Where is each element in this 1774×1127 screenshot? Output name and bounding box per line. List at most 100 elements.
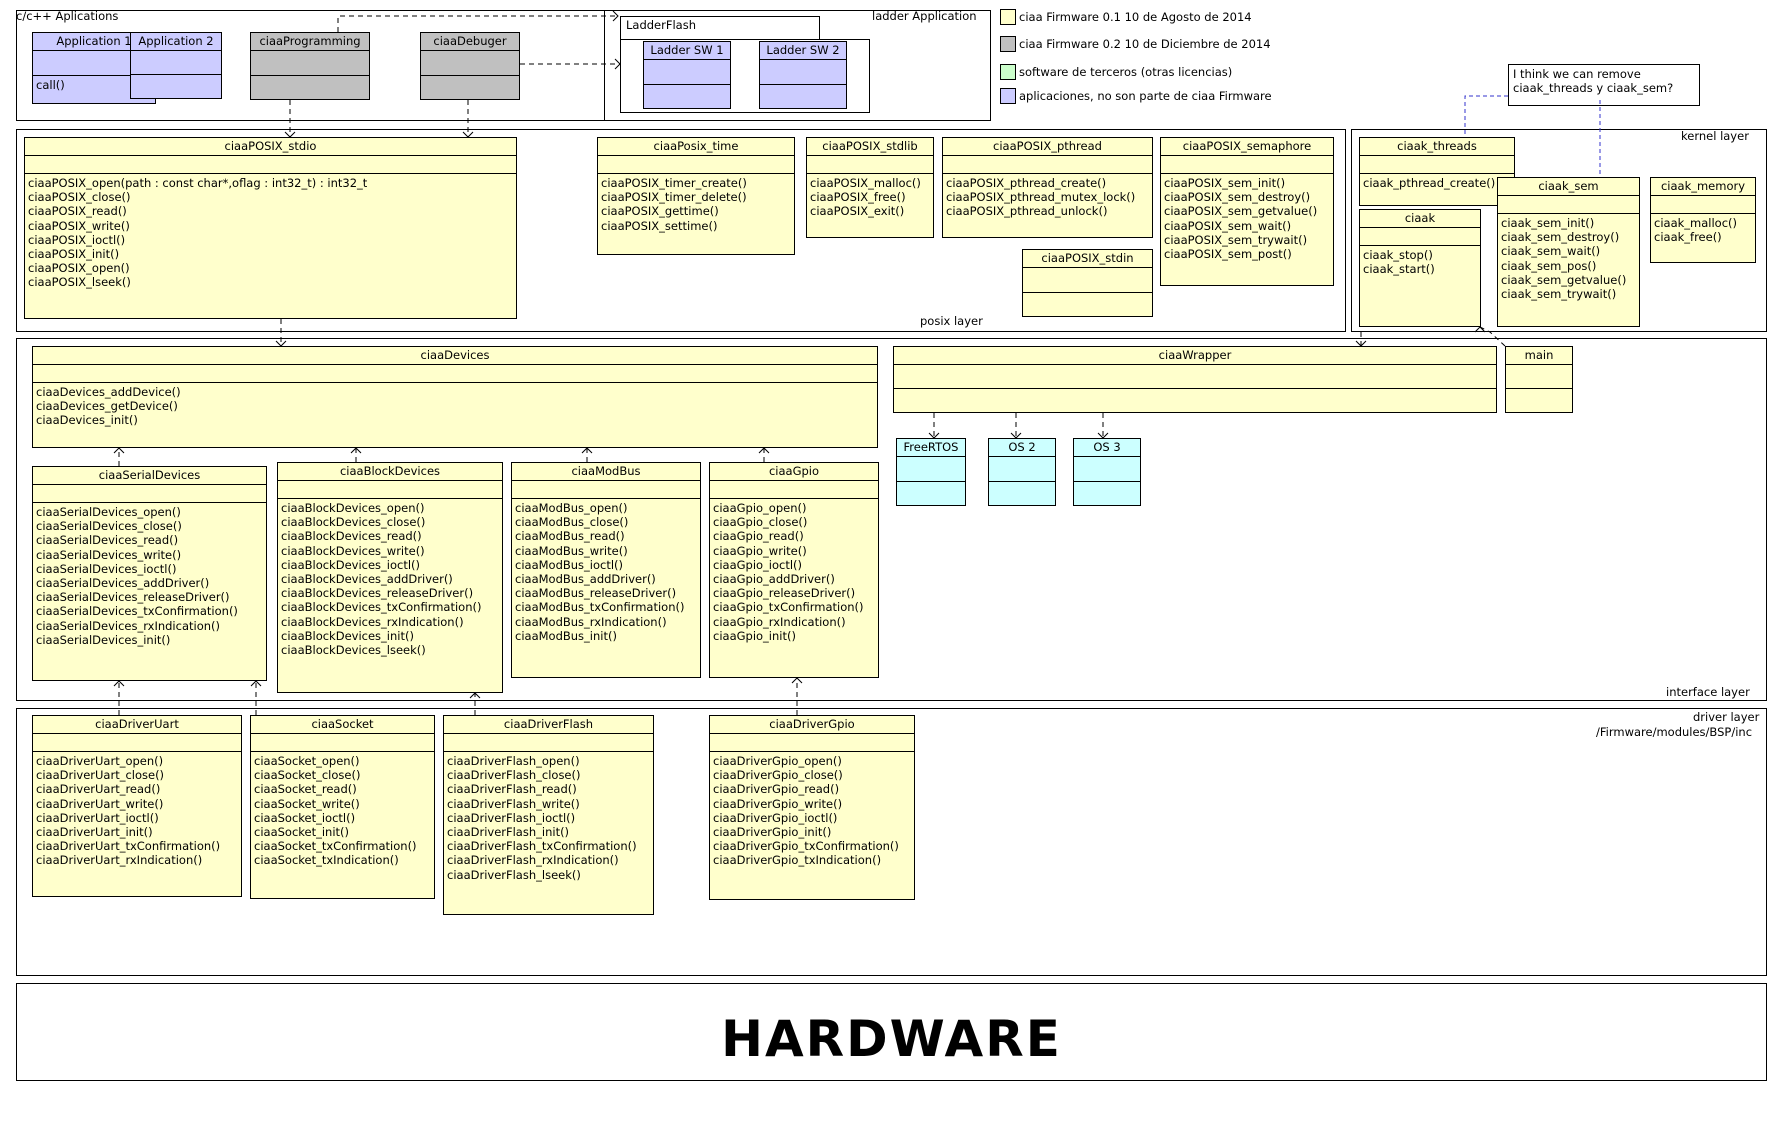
class-operation: ciaaDriverUart_read(): [36, 782, 161, 797]
class-operation: ciaaModBus_open(): [515, 501, 628, 515]
class-compartment: [894, 389, 1496, 412]
class-attributes: [1498, 196, 1639, 214]
class-attributes: [33, 734, 241, 752]
class-operation: ciaaDriverGpio_open(): [713, 754, 842, 768]
class-operations: ciaaGpio_open()ciaaGpio_close()ciaaGpio_…: [710, 499, 878, 677]
class-operation: ciaaDriverUart_open(): [36, 754, 164, 768]
class-attributes: [251, 734, 434, 752]
class-name: OS 2: [989, 439, 1055, 457]
class-name: ciaaPOSIX_pthread: [943, 138, 1152, 156]
class-drvgpio: ciaaDriverGpio ciaaDriverGpio_open() ciaaD…: [709, 715, 915, 900]
class-operation: ciaaSocket_ioctl(): [254, 810, 356, 825]
class-operation: ciaak_pthread_create(): [1363, 176, 1496, 190]
class-operation: ciaaPOSIX_pthread_unlock(): [946, 204, 1108, 219]
class-name: ciaaDevices: [33, 347, 877, 365]
class-operation: ciaaDevices_init(): [36, 413, 138, 428]
class-operation: ciaaPOSIX_init(): [28, 247, 120, 262]
class-operations: ciaaPOSIX_open(path : const char*,oflag …: [25, 174, 516, 318]
class-operation: ciaaModBus_txConfirmation(): [515, 600, 685, 615]
class-operation: ciaaBlockDevices_init(): [281, 628, 414, 643]
class-operation: ciaaSocket_init(): [254, 825, 350, 840]
class-posix-stdin: ciaaPOSIX_stdin: [1022, 249, 1153, 317]
class-operation: ciaaSerialDevices_addDriver(): [36, 576, 210, 591]
class-operation: ciaaSerialDevices_releaseDriver(): [36, 590, 230, 605]
class-operation: ciaaModBus_addDriver(): [515, 572, 656, 587]
class-compartment: [251, 51, 369, 76]
class-operations: ciaaSocket_open()ciaaSocket_close()ciaaS…: [251, 752, 434, 898]
class-operation: ciaaGpio_addDriver(): [713, 572, 835, 587]
class-operation: ciaaDriverFlash_lseek(): [447, 867, 581, 882]
class-operation: ciaaBlockDevices_write(): [281, 543, 425, 558]
legend-item-applications: aplicaciones, no son parte de ciaa Firmw…: [1000, 88, 1272, 104]
class-operation: ciaaPOSIX_open(path : const char*,oflag …: [28, 176, 368, 190]
note-line-1: I think we can remove: [1513, 67, 1641, 81]
class-attributes: [512, 481, 700, 499]
class-operation: ciaak_sem_destroy(): [1501, 230, 1620, 245]
class-os2: OS 2: [988, 438, 1056, 506]
class-operation: ciaak_sem_pos(): [1501, 258, 1597, 273]
class-name: Application 1: [33, 33, 155, 51]
class-operation: ciaaModBus_read(): [515, 529, 625, 544]
class-name: ciaak: [1360, 210, 1480, 228]
class-operation: ciaaBlockDevices_lseek(): [281, 643, 426, 658]
class-operations: ciaaSerialDevices_open() ciaaSerialDevice…: [33, 503, 266, 680]
class-attributes: [1651, 196, 1755, 214]
legend-label: ciaa Firmware 0.1 10 de Agosto de 2014: [1019, 10, 1252, 24]
class-operation: ciaaSerialDevices_read(): [36, 533, 179, 548]
class-name: ciaaDriverGpio: [710, 716, 914, 734]
class-operation: ciaaSocket_open(): [254, 754, 360, 768]
class-posix-time: ciaaPosix_time ciaaPOSIX_timer_create()ci…: [597, 137, 795, 255]
class-name: Application 2: [131, 33, 221, 51]
class-operations: ciaaPOSIX_timer_create()ciaaPOSIX_timer_…: [598, 174, 794, 254]
class-operation: ciaaModBus_write(): [515, 543, 628, 558]
legend-label: ciaa Firmware 0.2 10 de Diciembre de 201…: [1019, 37, 1271, 51]
class-attributes: [33, 485, 266, 503]
legend-swatch-gray: [1000, 36, 1016, 52]
class-operation: ciaaDriverFlash_close(): [447, 768, 581, 783]
class-app2: Application 2: [130, 32, 222, 99]
class-operation: ciaaModBus_init(): [515, 628, 617, 643]
package-driver-label: driver layer: [1693, 710, 1760, 724]
class-operations: ciaaDevices_addDevice()ciaaDevices_getDe…: [33, 383, 877, 447]
class-name: ciaaPOSIX_semaphore: [1161, 138, 1333, 156]
class-name: ciaaGpio: [710, 463, 878, 481]
package-cpp-label: c/c++ Aplications: [16, 9, 119, 23]
class-operation: ciaaDriverUart_close(): [36, 768, 165, 783]
package-ladder-flash-label: LadderFlash: [626, 18, 696, 32]
class-attributes: [1360, 228, 1480, 246]
class-compartment: [421, 76, 519, 100]
class-compartment: [131, 75, 221, 98]
class-compartment: [1023, 293, 1152, 317]
package-ladder-flash: [620, 39, 870, 113]
class-operation: ciaaPOSIX_close(): [28, 190, 131, 205]
class-name: ciaaPosix_time: [598, 138, 794, 156]
class-compartment: [644, 60, 730, 85]
class-operation: ciaaGpio_ioctl(): [713, 557, 803, 572]
class-compartment: [1074, 482, 1140, 506]
class-compartment: [131, 51, 221, 75]
hardware-label: HARDWARE: [721, 1010, 1062, 1068]
class-operation: ciaaSerialDevices_write(): [36, 547, 182, 562]
class-ciaadevices: ciaaDevices ciaaDevices_addDevice()ciaaDe…: [32, 346, 878, 448]
class-operation: ciaaDriverFlash_init(): [447, 825, 570, 840]
class-operation: ciaaSerialDevices_open(): [36, 505, 181, 519]
class-operation: ciaaPOSIX_ioctl(): [28, 232, 126, 247]
class-operation: ciaak_free(): [1654, 230, 1722, 245]
class-name: ciaaSerialDevices: [33, 467, 266, 485]
class-attributes: [807, 156, 933, 174]
legend-swatch-blue: [1000, 88, 1016, 104]
class-operation: ciaaDriverGpio_txIndication(): [713, 853, 882, 868]
class-name: ciaaSocket: [251, 716, 434, 734]
class-operation: ciaaPOSIX_read(): [28, 204, 127, 219]
class-operation: ciaaPOSIX_settime(): [601, 218, 718, 233]
class-compartment: [1506, 365, 1572, 389]
class-operation: ciaaPOSIX_sem_trywait(): [1164, 232, 1308, 247]
class-operations: ciaaPOSIX_sem_init()ciaaPOSIX_sem_destro…: [1161, 174, 1333, 285]
class-name: Ladder SW 1: [644, 42, 730, 60]
package-interface-layer: [16, 338, 1767, 701]
